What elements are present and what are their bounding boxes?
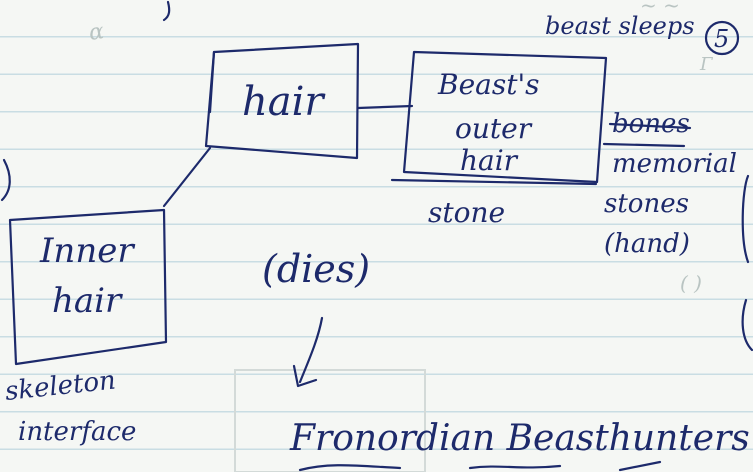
- outer-hair-line-2: outer: [455, 112, 533, 145]
- inner-hair-line-1: Inner: [39, 231, 135, 271]
- hand-label: (hand): [604, 229, 690, 259]
- right-edge-bracket: [741, 174, 750, 264]
- cut-off-line: [298, 460, 662, 472]
- stones-label: stones: [604, 189, 689, 219]
- hair-box-label: hair: [242, 79, 326, 125]
- top-fragment-stroke: [162, 0, 171, 22]
- stone-label: stone: [428, 196, 505, 229]
- beasts-outer-hair-box: [402, 50, 608, 184]
- left-edge-paren: [0, 158, 11, 202]
- memorial-label: memorial: [612, 149, 737, 179]
- page-number: 5: [714, 25, 729, 53]
- dies-arrow-head: [292, 364, 318, 388]
- right-edge-mark: [741, 298, 753, 352]
- beast-sleeps-note: beast sleeps: [545, 12, 695, 40]
- outer-hair-line-1: Beast's: [437, 68, 540, 101]
- svg-text:~ ~: ~ ~: [640, 0, 680, 17]
- connector-hair-inner: [162, 146, 212, 208]
- connector-hair-outer: [356, 104, 414, 110]
- ghost-box: [234, 369, 426, 472]
- interface-label: interface: [18, 417, 136, 447]
- bones-underline: [602, 142, 686, 148]
- svg-text:( ): ( ): [680, 271, 702, 295]
- dies-arrow-shaft: [298, 316, 324, 384]
- outer-hair-line-3: hair: [460, 144, 519, 177]
- svg-text:α: α: [87, 19, 105, 46]
- bones-strikethrough: [608, 122, 692, 130]
- dies-label: (dies): [262, 247, 370, 291]
- hair-box: [204, 42, 360, 160]
- bleed-through-marks: α ~ ~ Γ ( ): [87, 0, 714, 472]
- page-number-circle: [704, 20, 740, 56]
- bottom-text: Fronordian Beasthunters: [289, 418, 750, 459]
- inner-hair-line-2: hair: [52, 281, 123, 321]
- skeleton-label: skeleton: [4, 366, 118, 407]
- hair-box-stub: [208, 50, 216, 114]
- outer-hair-underline: [390, 178, 598, 186]
- svg-text:Γ: Γ: [699, 54, 714, 75]
- inner-hair-box: [8, 208, 168, 366]
